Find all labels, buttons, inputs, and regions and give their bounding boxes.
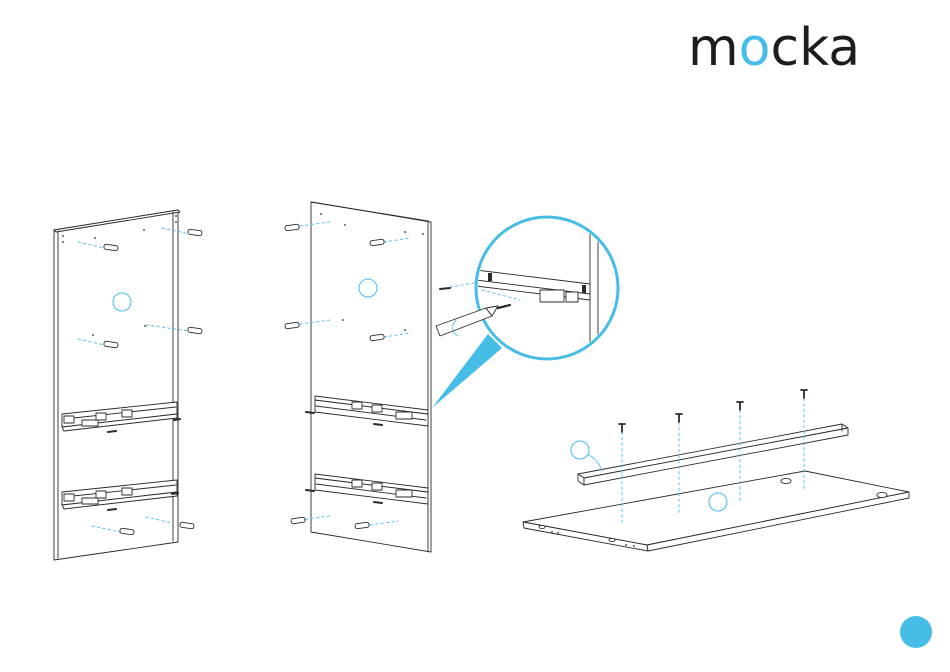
base-board-assembly — [523, 390, 909, 551]
screw-icon — [619, 390, 807, 432]
step-marker-circle — [571, 441, 589, 459]
left-side-panel — [54, 210, 202, 560]
right-side-panel — [285, 202, 474, 552]
page-number-badge — [900, 616, 932, 648]
magnifier-callout-icon — [432, 217, 618, 408]
